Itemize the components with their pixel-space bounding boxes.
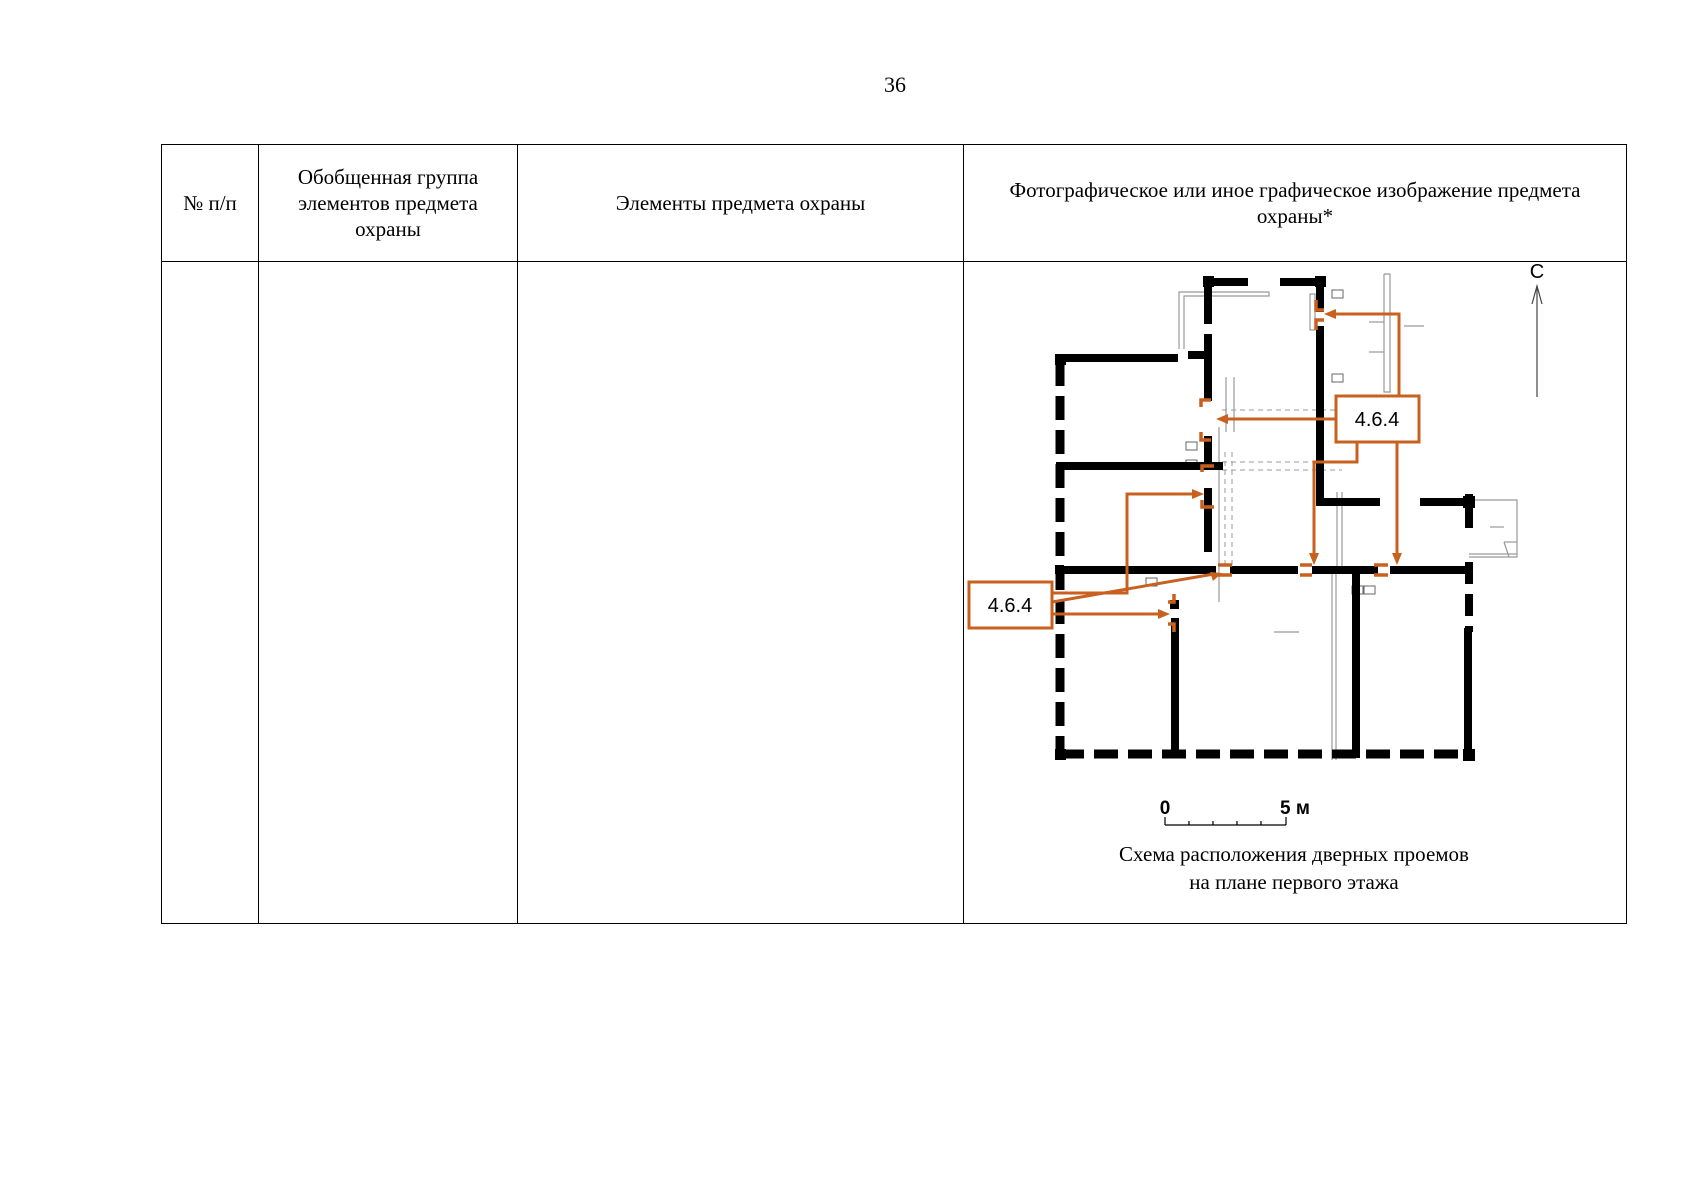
callout-label-top: 4.6.4: [1355, 409, 1399, 431]
scale-bar: [1164, 817, 1287, 826]
header-num: № п/п: [161, 144, 259, 262]
caption-line-2: на плане первого этажа: [1189, 870, 1399, 894]
protection-table: № п/п Обобщенная группа элементов предме…: [161, 144, 1627, 924]
page-number: 36: [884, 72, 906, 97]
scale-end-label: 5 м: [1280, 798, 1310, 819]
north-arrow-icon: [1531, 283, 1543, 397]
cell-elements: [517, 261, 964, 924]
plan-caption: Схема расположения дверных проемов на пл…: [964, 840, 1624, 896]
caption-line-1: Схема расположения дверных проемов: [1119, 842, 1469, 866]
north-label: С: [1530, 262, 1544, 283]
header-elements: Элементы предмета охраны: [517, 144, 964, 262]
cell-num: [161, 261, 259, 924]
cell-group: [258, 261, 518, 924]
header-image: Фотографическое или иное графическое изо…: [963, 144, 1627, 262]
table-header-row: № п/п Обобщенная группа элементов предме…: [161, 144, 1627, 262]
scale-start-label: 0: [1160, 798, 1171, 819]
callout-label-left: 4.6.4: [988, 595, 1032, 617]
header-group: Обобщенная группа элементов предмета охр…: [258, 144, 518, 262]
floor-plan-drawing: 4.6.4 4.6.4 С 0: [967, 262, 1544, 826]
table-row: 4.6.4 4.6.4 С 0: [161, 261, 1627, 924]
cell-image: 4.6.4 4.6.4 С 0: [963, 261, 1627, 924]
